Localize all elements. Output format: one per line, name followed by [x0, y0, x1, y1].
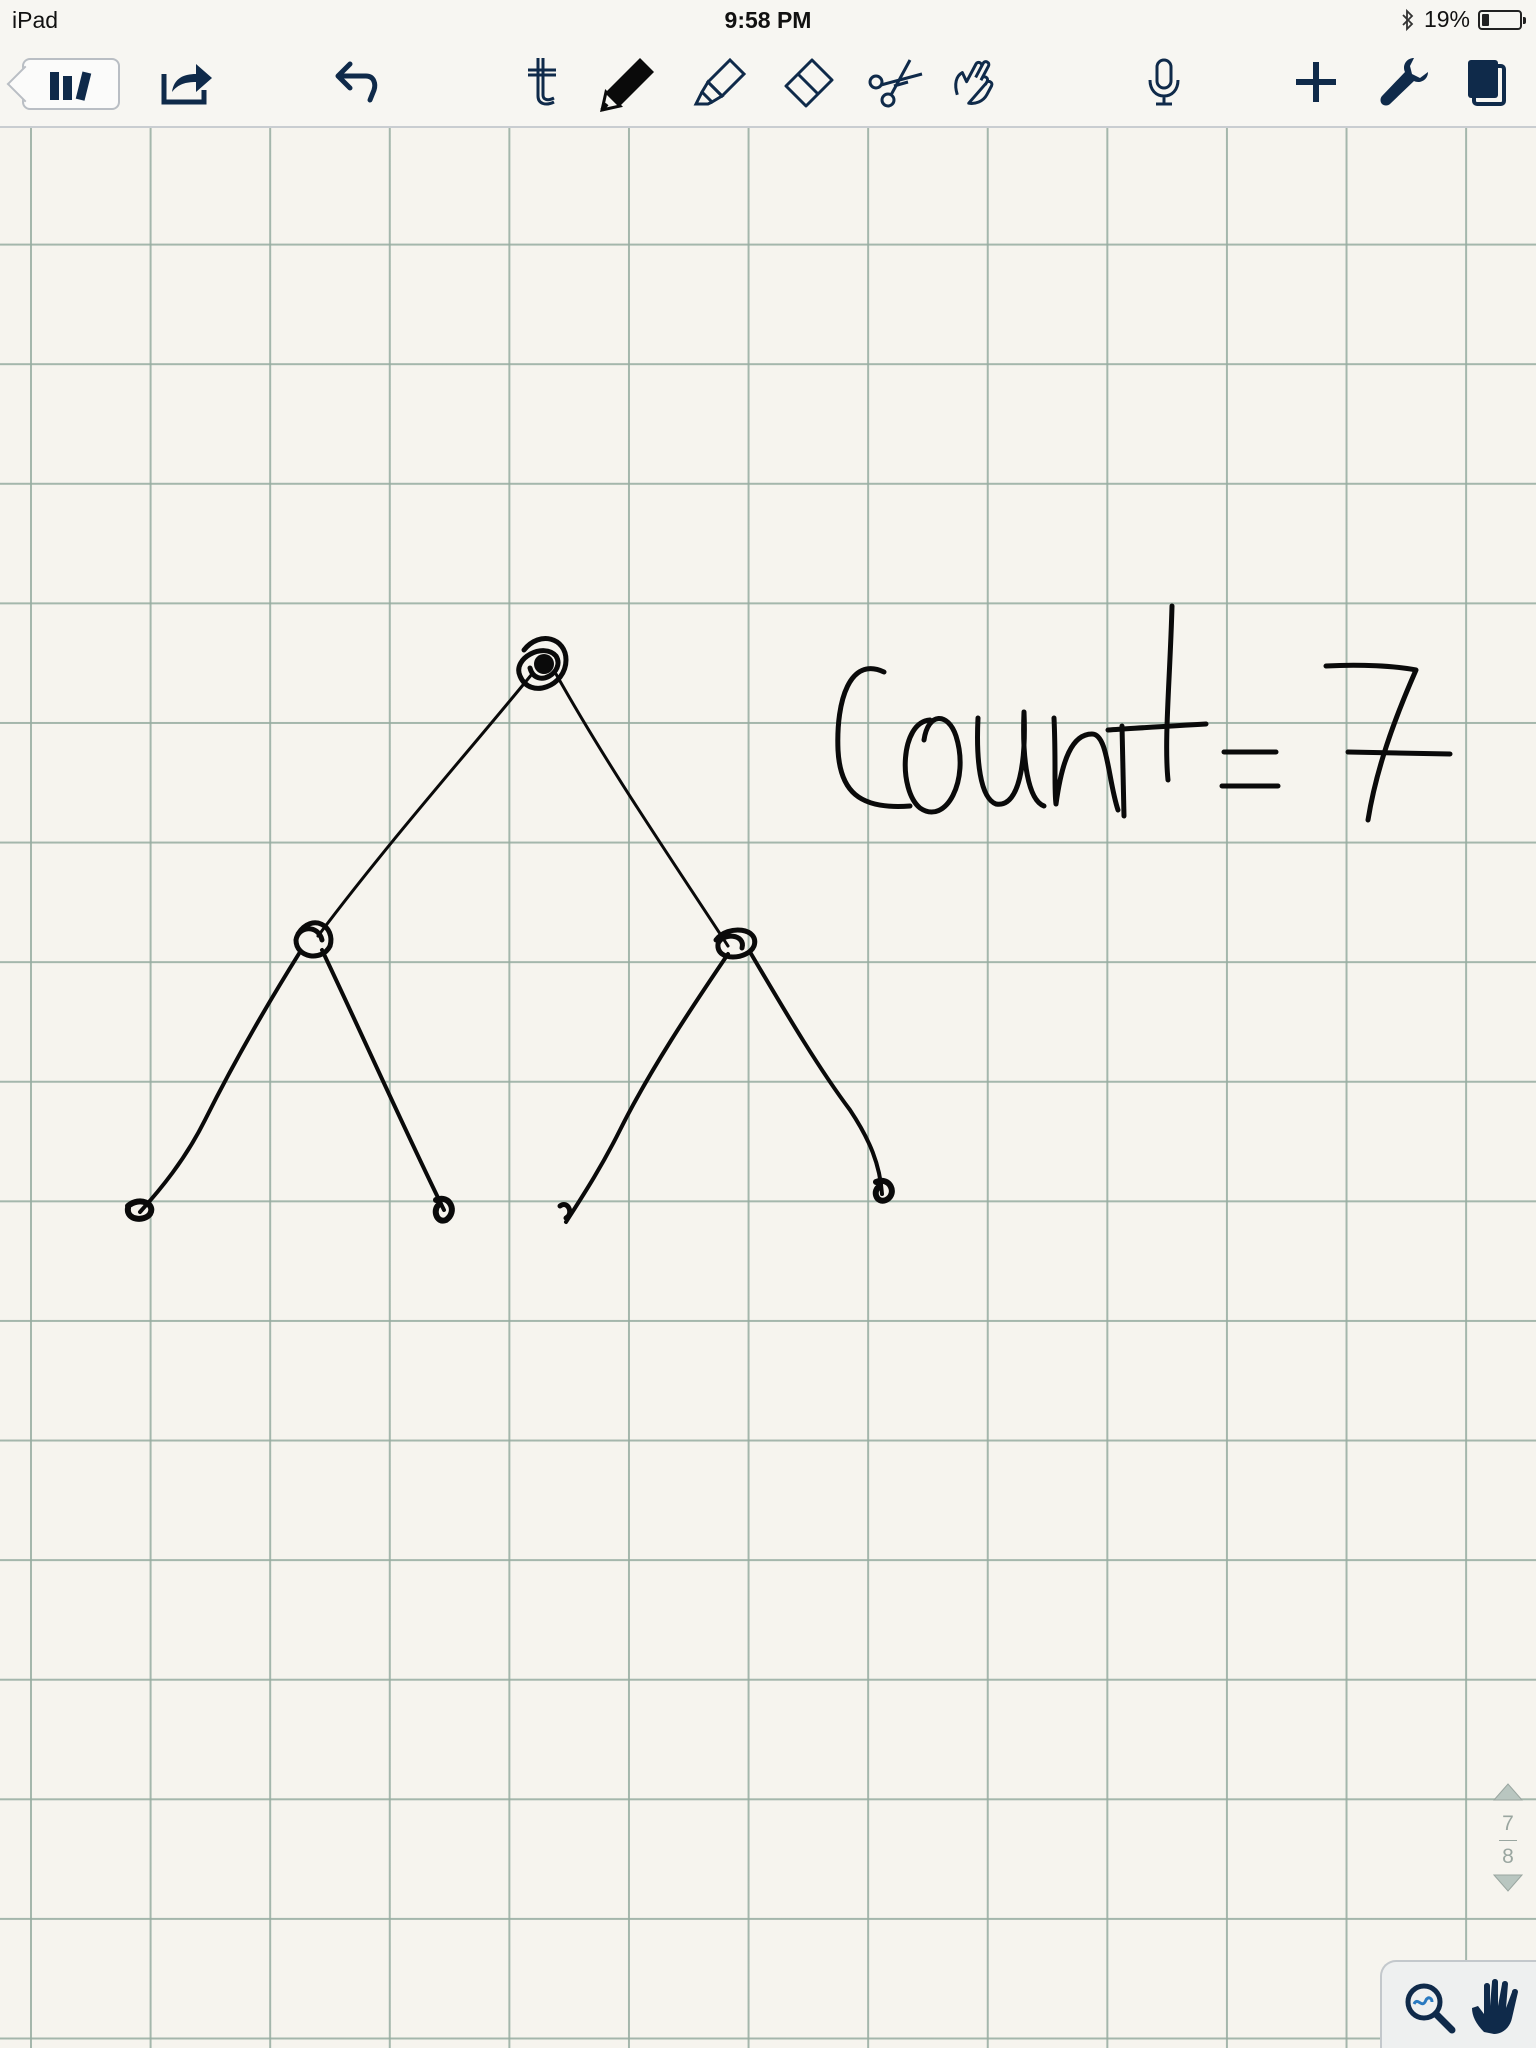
leaf-node-3: [557, 1202, 573, 1221]
tree-node-left: [293, 920, 334, 959]
note-canvas[interactable]: [0, 128, 1536, 2048]
bluetooth-icon: [1402, 8, 1414, 31]
page-indicator: 7 8: [1484, 1778, 1532, 1914]
share-button[interactable]: [154, 50, 218, 114]
hand-pointer-icon: [954, 60, 994, 105]
wrench-icon: [1380, 58, 1428, 106]
undo-icon: [335, 61, 378, 103]
pages-button[interactable]: [1454, 50, 1518, 114]
battery-percent: 19%: [1423, 6, 1470, 32]
zoom-icon[interactable]: [1400, 1976, 1460, 2036]
page-separator: [1499, 1840, 1517, 1841]
tree-edge: [554, 672, 730, 948]
total-page-number: 8: [1502, 1845, 1514, 1868]
page-down-arrow-icon[interactable]: [1484, 1871, 1532, 1897]
battery-icon: [1478, 9, 1526, 30]
zoom-panel: [1380, 1960, 1536, 2048]
clock: 9:58 PM: [724, 7, 812, 33]
tree-edge: [748, 950, 884, 1196]
toolbar: [0, 40, 1536, 128]
leaf-node-1: [124, 1198, 155, 1222]
hand-icon[interactable]: [1466, 1976, 1526, 2036]
page-up-arrow-icon[interactable]: [1484, 1778, 1532, 1804]
status-bar: iPad 9:58 PM 19%: [0, 0, 1536, 40]
tree-edge: [564, 952, 730, 1224]
tree-node-right: [713, 927, 758, 960]
tree-edge: [316, 672, 534, 938]
settings-button[interactable]: [1372, 50, 1436, 114]
leaf-node-2: [432, 1195, 455, 1224]
status-right: 19%: [1400, 6, 1526, 33]
current-page-number: 7: [1502, 1812, 1514, 1835]
handwritten-note: [835, 603, 1453, 823]
undo-button[interactable]: [324, 50, 388, 114]
microphone-icon: [1148, 58, 1180, 106]
add-page-button[interactable]: [1284, 50, 1348, 114]
leaf-node-4: [872, 1177, 895, 1204]
microphone-button[interactable]: [1132, 50, 1196, 114]
pen-button[interactable]: [596, 50, 660, 114]
pages-icon: [1468, 60, 1506, 106]
plus-icon: [1296, 62, 1336, 102]
pen-icon: [600, 58, 654, 112]
scissors-icon: [868, 59, 923, 108]
highlighter-icon: [693, 57, 747, 106]
text-tool-button[interactable]: [514, 50, 578, 114]
tree-edge: [138, 950, 302, 1214]
library-button[interactable]: [22, 58, 120, 110]
eraser-icon: [784, 58, 834, 108]
highlighter-button[interactable]: [690, 50, 754, 114]
share-icon: [161, 64, 212, 105]
scissors-button[interactable]: [862, 50, 926, 114]
eraser-button[interactable]: [776, 50, 840, 114]
library-icon: [50, 71, 92, 101]
tree-node-root: [516, 636, 569, 691]
tree-edge: [320, 948, 446, 1212]
hand-pointer-button[interactable]: [948, 50, 1012, 114]
text-tool-icon: [528, 58, 556, 106]
device-name: iPad: [12, 7, 59, 33]
battery-fill: [1482, 13, 1489, 26]
